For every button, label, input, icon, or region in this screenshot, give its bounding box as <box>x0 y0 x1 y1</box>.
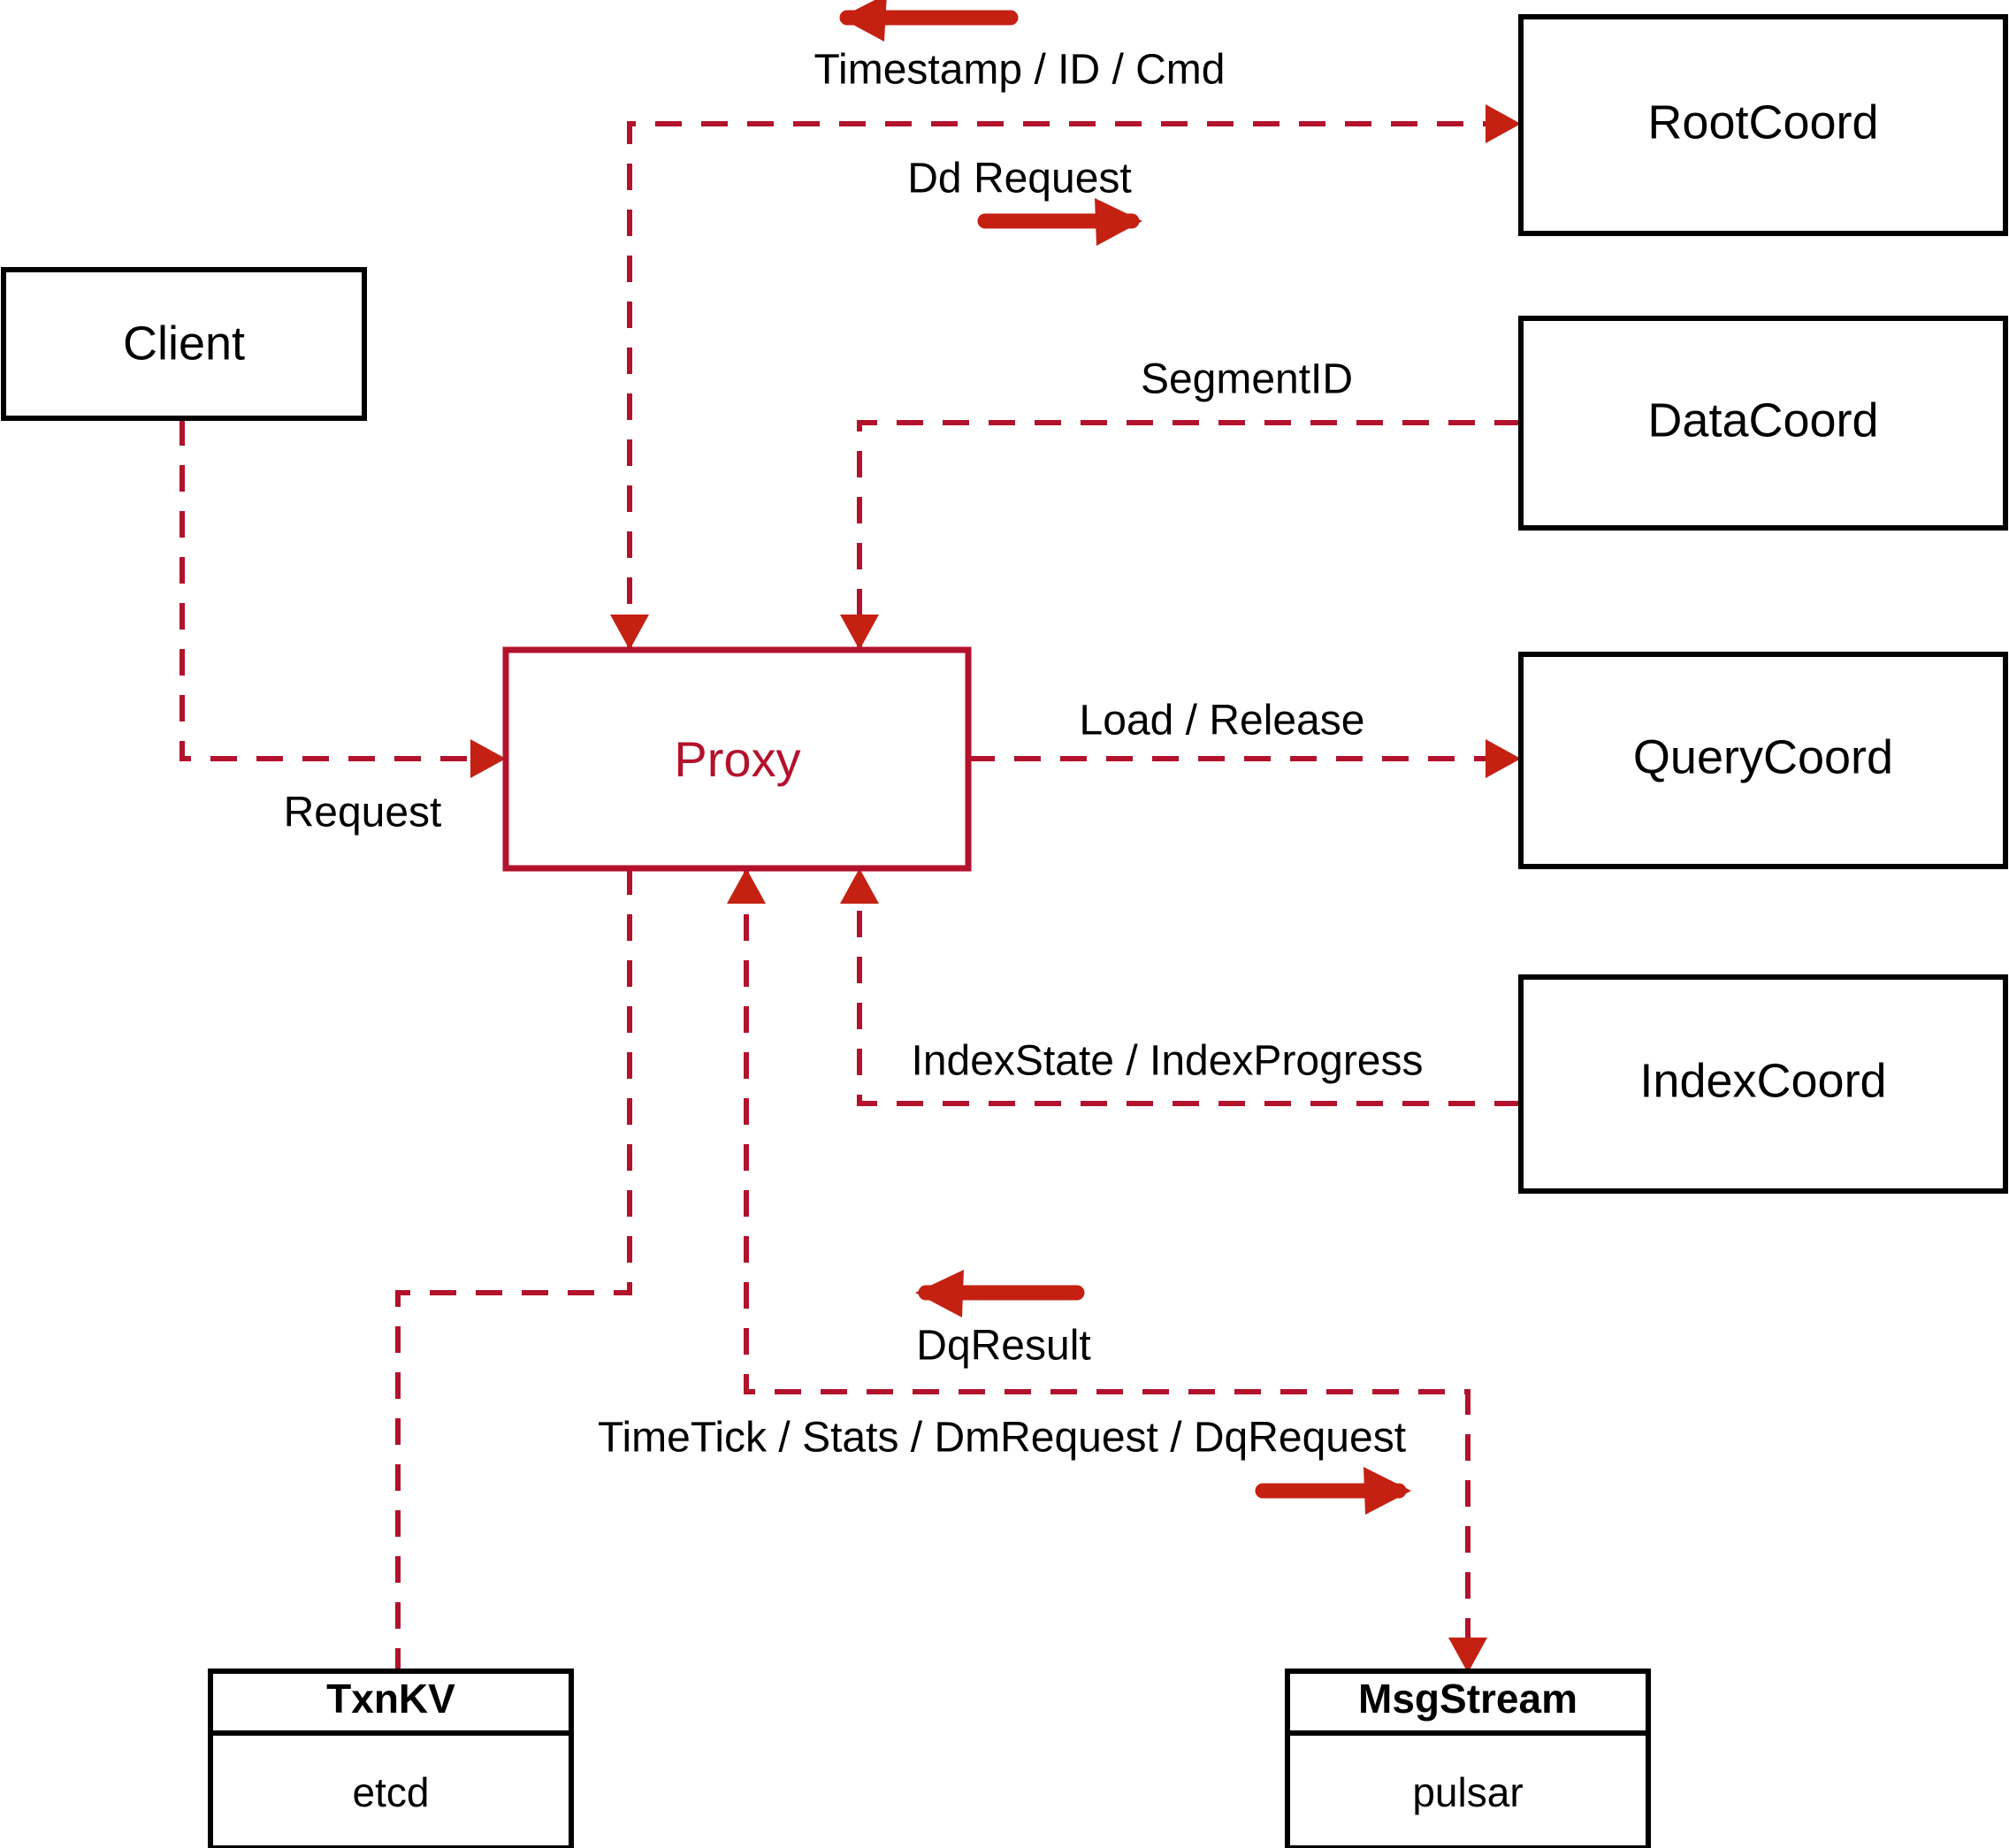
edge-arrowhead-load-release <box>1486 739 1521 778</box>
node-proxy[interactable]: Proxy <box>502 646 972 872</box>
edge-path-dd-request <box>627 121 1510 650</box>
node-rootcoord-label: RootCoord <box>1647 95 1878 149</box>
edge-path-segmentid <box>857 420 1521 650</box>
edge-label-timestamp: Timestamp / ID / Cmd <box>814 47 1226 94</box>
node-txnkv-sublabel: etcd <box>353 1769 430 1815</box>
edge-arrowhead-request <box>470 739 506 778</box>
edge-label-dqresult: DqResult <box>916 1323 1090 1370</box>
node-msgstream[interactable]: MsgStream pulsar <box>1285 1669 1651 1848</box>
edge-arrowhead-msgstream-in <box>727 868 766 904</box>
node-msgstream-sublabel: pulsar <box>1412 1769 1523 1815</box>
edge-path-msgstream <box>744 868 1470 1662</box>
node-proxy-label: Proxy <box>674 731 800 787</box>
edge-label-indexstate: IndexState / IndexProgress <box>912 1038 1424 1085</box>
edge-path-indexstate <box>857 879 1521 1106</box>
edge-arrowhead-indexstate <box>840 868 879 904</box>
node-txnkv[interactable]: TxnKV etcd <box>208 1669 574 1848</box>
edge-path-txnkv <box>395 868 632 1671</box>
edge-label-segmentid: SegmentID <box>1141 356 1353 403</box>
edge-arrowhead-msgstream-out <box>1448 1638 1487 1673</box>
direction-arrow-timestamp <box>839 0 1019 42</box>
node-querycoord-label: QueryCoord <box>1633 730 1893 783</box>
node-datacoord-label: DataCoord <box>1647 393 1878 447</box>
edge-label-dd-request: Dd Request <box>907 156 1131 202</box>
direction-arrow-dqresult <box>915 1270 1085 1317</box>
node-msgstream-label: MsgStream <box>1358 1676 1577 1722</box>
node-datacoord[interactable]: DataCoord <box>1518 316 2008 531</box>
node-client-label: Client <box>123 317 245 370</box>
edge-label-timetick: TimeTick / Stats / DmRequest / DqRequest <box>598 1415 1406 1462</box>
node-indexcoord[interactable]: IndexCoord <box>1518 974 2008 1194</box>
edge-label-request: Request <box>284 790 442 836</box>
direction-arrow-timetick <box>1255 1467 1411 1515</box>
node-indexcoord-label: IndexCoord <box>1639 1054 1886 1107</box>
edge-label-load-release: Load / Release <box>1080 698 1365 745</box>
node-txnkv-label: TxnKV <box>326 1676 455 1722</box>
edge-arrowhead-dd-request <box>1486 104 1521 143</box>
edge-path-request <box>180 419 495 761</box>
node-querycoord[interactable]: QueryCoord <box>1518 652 2008 869</box>
node-rootcoord[interactable]: RootCoord <box>1518 14 2008 236</box>
node-client[interactable]: Client <box>1 267 367 421</box>
edge-arrowhead-segmentid <box>840 615 879 650</box>
edge-arrowhead-timestamp <box>610 615 649 650</box>
direction-arrow-dd-request <box>977 198 1142 246</box>
